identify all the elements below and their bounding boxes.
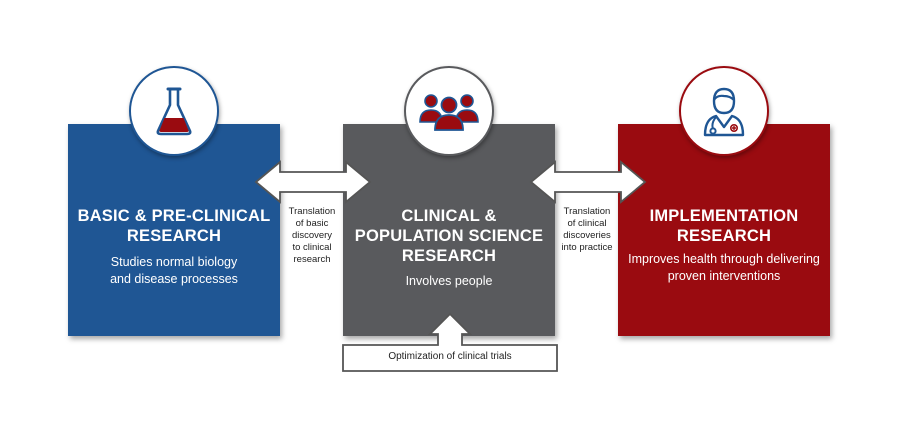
left-double-arrow	[254, 160, 372, 204]
people-group-icon	[419, 94, 479, 131]
doctor-icon-circle	[679, 66, 769, 156]
flask-icon	[156, 87, 192, 136]
optimization-up-arrow	[342, 312, 558, 372]
bottom-connector-note: Optimization of clinical trials	[388, 351, 512, 362]
people-group-icon-circle	[404, 66, 494, 156]
doctor-icon	[703, 87, 745, 137]
clinical-population-description: Involves people	[405, 274, 493, 288]
right-double-arrow	[529, 160, 647, 204]
flask-icon-circle	[129, 66, 219, 156]
